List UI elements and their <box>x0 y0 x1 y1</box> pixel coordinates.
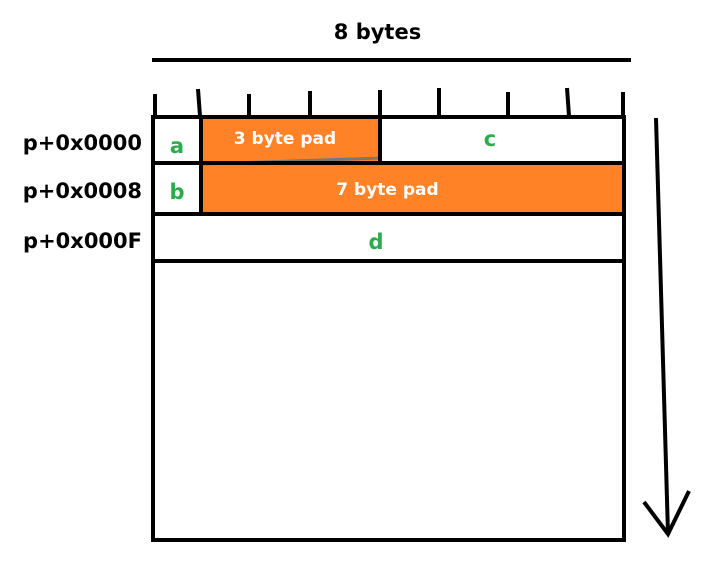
field-label-b: b <box>169 180 185 204</box>
field-label-d: d <box>368 230 384 254</box>
pad-region-row1 <box>203 119 380 161</box>
field-label-c: c <box>483 127 497 151</box>
byte-tick <box>565 87 571 117</box>
address-label-row2: p+0x0008 <box>22 179 142 203</box>
address-label-row3: p+0x000F <box>23 229 142 253</box>
byte-ticks <box>153 87 625 117</box>
arrow-head <box>642 490 691 538</box>
memory-block-outline <box>151 115 626 542</box>
address-label-row1: p+0x0000 <box>22 131 142 155</box>
pad-label-row2: 7 byte pad <box>336 180 439 200</box>
arrow-shaft <box>654 117 670 535</box>
byte-tick <box>196 88 202 117</box>
field-label-a: a <box>169 134 185 158</box>
pad-label-row1: 3 byte pad <box>233 129 337 149</box>
diagram-title: 8 bytes <box>333 20 422 44</box>
pad-region-row2 <box>203 165 623 213</box>
